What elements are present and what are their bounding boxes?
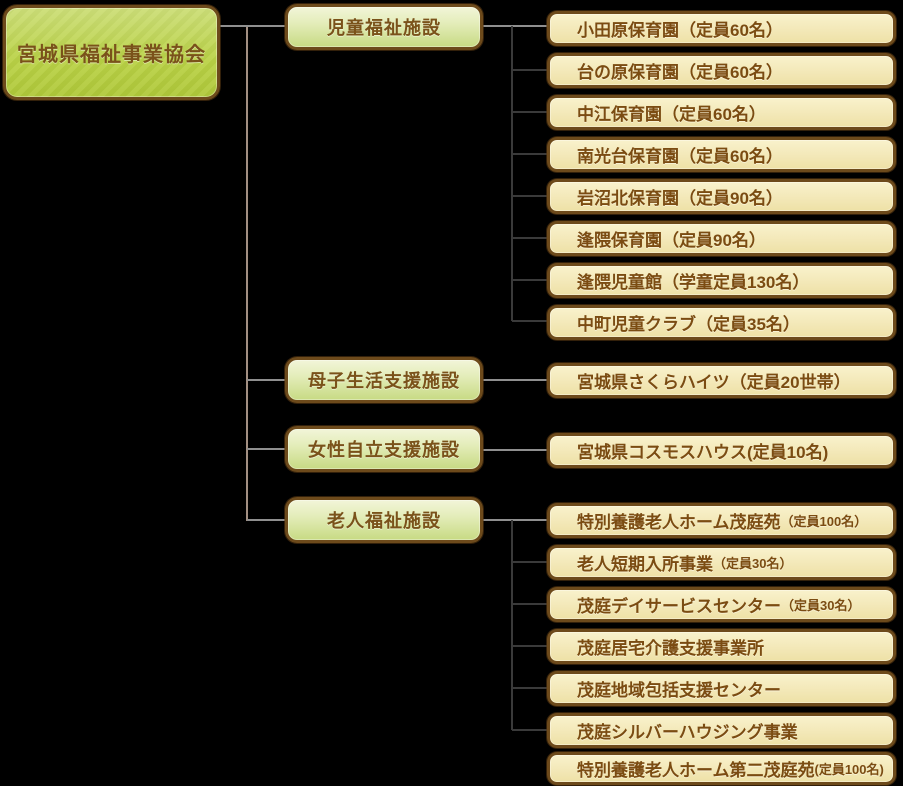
facility-note: （定員30名）	[781, 598, 861, 613]
facility-name: 逢隈児童館（学童定員130名）	[577, 273, 810, 292]
org-root-node: 宮城県福祉事業協会	[3, 5, 220, 100]
facility-name: 台の原保育園（定員60名）	[577, 63, 783, 82]
category-label: 児童福祉施設	[327, 18, 441, 38]
facility-name: 中町児童クラブ（定員35名）	[577, 315, 800, 334]
category-node-elderly: 老人福祉施設	[285, 497, 483, 543]
facility-name: 逢隈保育園（定員90名）	[577, 231, 766, 250]
facility-name: 宮城県さくらハイツ（定員20世帯）	[577, 373, 851, 392]
facility-name: 南光台保育園（定員60名）	[577, 147, 783, 166]
facility-name: 茂庭シルバーハウジング事業	[577, 723, 798, 742]
facility-node: 逢隈保育園（定員90名）	[547, 221, 896, 256]
category-node-mother-child: 母子生活支援施設	[285, 357, 483, 403]
facility-name: 岩沼北保育園（定員90名）	[577, 189, 783, 208]
facility-node: 南光台保育園（定員60名）	[547, 137, 896, 172]
facility-name: 茂庭居宅介護支援事業所	[577, 639, 764, 658]
facility-node: 茂庭居宅介護支援事業所	[547, 629, 896, 664]
facility-name: 特別養護老人ホーム茂庭苑	[577, 513, 781, 532]
facility-name: 宮城県コスモスハウス(定員10名)	[577, 443, 829, 462]
facility-note: (定員100名)	[814, 762, 884, 777]
facility-name: 中江保育園（定員60名）	[577, 105, 766, 124]
category-label: 母子生活支援施設	[308, 371, 460, 391]
facility-node: 茂庭シルバーハウジング事業	[547, 713, 896, 748]
facility-node: 宮城県さくらハイツ（定員20世帯）	[547, 363, 896, 398]
org-root-label: 宮城県福祉事業協会	[17, 44, 206, 66]
category-label: 老人福祉施設	[327, 511, 441, 531]
facility-node: 岩沼北保育園（定員90名）	[547, 179, 896, 214]
facility-node: 台の原保育園（定員60名）	[547, 53, 896, 88]
facility-name: 老人短期入所事業	[577, 555, 713, 574]
connectors-dark	[511, 26, 547, 731]
facility-node: 老人短期入所事業（定員30名）	[547, 545, 896, 580]
connectors-light	[220, 25, 547, 521]
facility-name: 茂庭地域包括支援センター	[577, 681, 781, 700]
facility-node: 中江保育園（定員60名）	[547, 95, 896, 130]
facility-node: 特別養護老人ホーム茂庭苑（定員100名）	[547, 503, 896, 538]
facility-node: 特別養護老人ホーム第二茂庭苑(定員100名)	[547, 752, 896, 785]
facility-note: （定員30名）	[713, 556, 793, 571]
category-label: 女性自立支援施設	[308, 440, 460, 460]
category-node-women: 女性自立支援施設	[285, 426, 483, 472]
facility-name: 小田原保育園（定員60名）	[577, 21, 783, 40]
facility-name: 茂庭デイサービスセンター	[577, 597, 781, 616]
facility-node: 茂庭デイサービスセンター（定員30名）	[547, 587, 896, 622]
facility-node: 中町児童クラブ（定員35名）	[547, 305, 896, 340]
facility-note: （定員100名）	[780, 514, 868, 529]
facility-node: 逢隈児童館（学童定員130名）	[547, 263, 896, 298]
facility-node: 小田原保育園（定員60名）	[547, 11, 896, 46]
facility-node: 茂庭地域包括支援センター	[547, 671, 896, 706]
category-node-children: 児童福祉施設	[285, 4, 483, 50]
facility-name: 特別養護老人ホーム第二茂庭苑	[577, 761, 815, 780]
facility-node: 宮城県コスモスハウス(定員10名)	[547, 433, 896, 468]
